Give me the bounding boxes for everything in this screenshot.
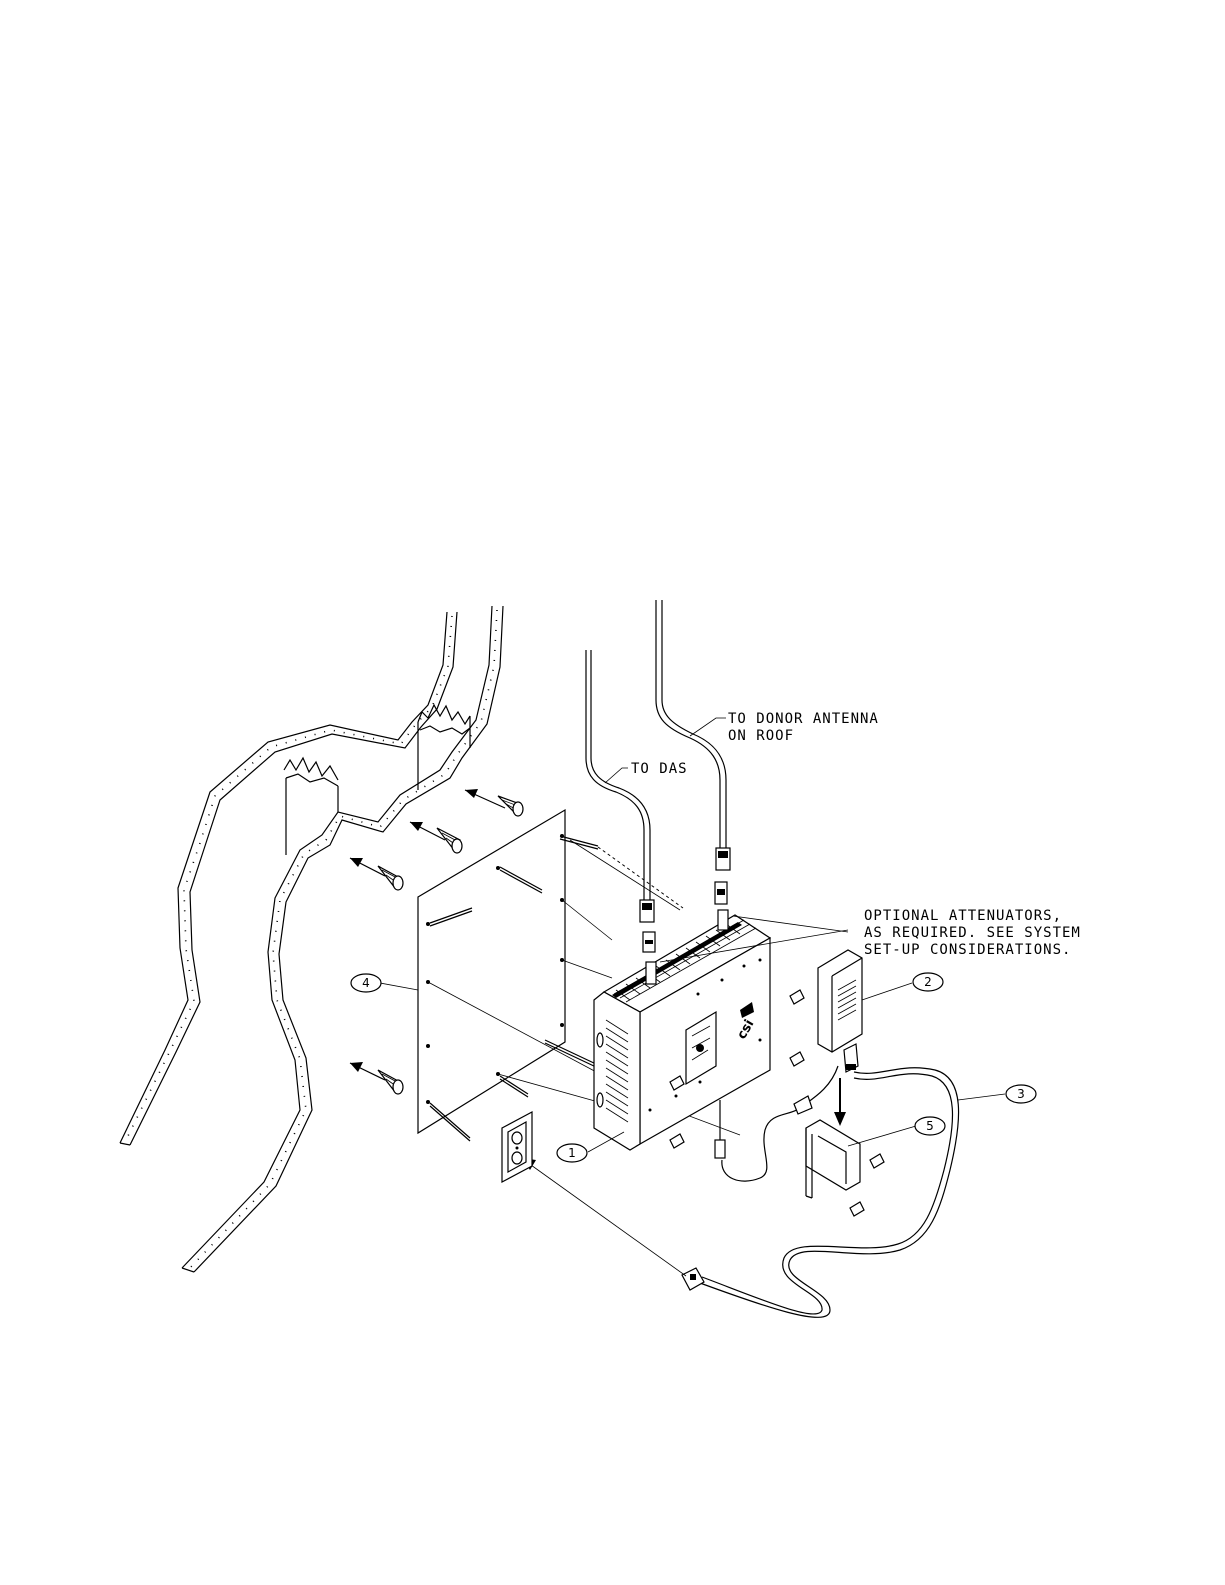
donor-antenna-label-line1: TO DONOR ANTENNA	[728, 711, 879, 727]
item-balloon-1: 1	[557, 1144, 587, 1162]
attenuators-label-line2: AS REQUIRED. SEE SYSTEM	[864, 925, 1081, 941]
wall-outlet	[502, 1112, 532, 1182]
svg-text:5: 5	[926, 1119, 934, 1133]
svg-text:3: 3	[1017, 1087, 1025, 1101]
svg-text:2: 2	[924, 975, 932, 989]
repeater-unit: csi	[594, 910, 770, 1158]
item-balloon-4: 4	[351, 974, 381, 992]
attenuators-label-line3: SET-UP CONSIDERATIONS.	[864, 942, 1071, 958]
item-balloon-5: 5	[915, 1117, 945, 1135]
power-supply	[818, 950, 862, 1126]
das-label: TO DAS	[631, 761, 688, 777]
svg-text:1: 1	[568, 1146, 576, 1160]
power-cord	[522, 1066, 959, 1317]
item-balloon-2: 2	[913, 973, 943, 991]
item-balloon-3: 3	[1006, 1085, 1036, 1103]
attenuators-label-line1: OPTIONAL ATTENUATORS,	[864, 908, 1062, 924]
donor-antenna-label-line2: ON ROOF	[728, 728, 794, 744]
bracket	[806, 1120, 860, 1198]
svg-text:4: 4	[362, 976, 370, 990]
